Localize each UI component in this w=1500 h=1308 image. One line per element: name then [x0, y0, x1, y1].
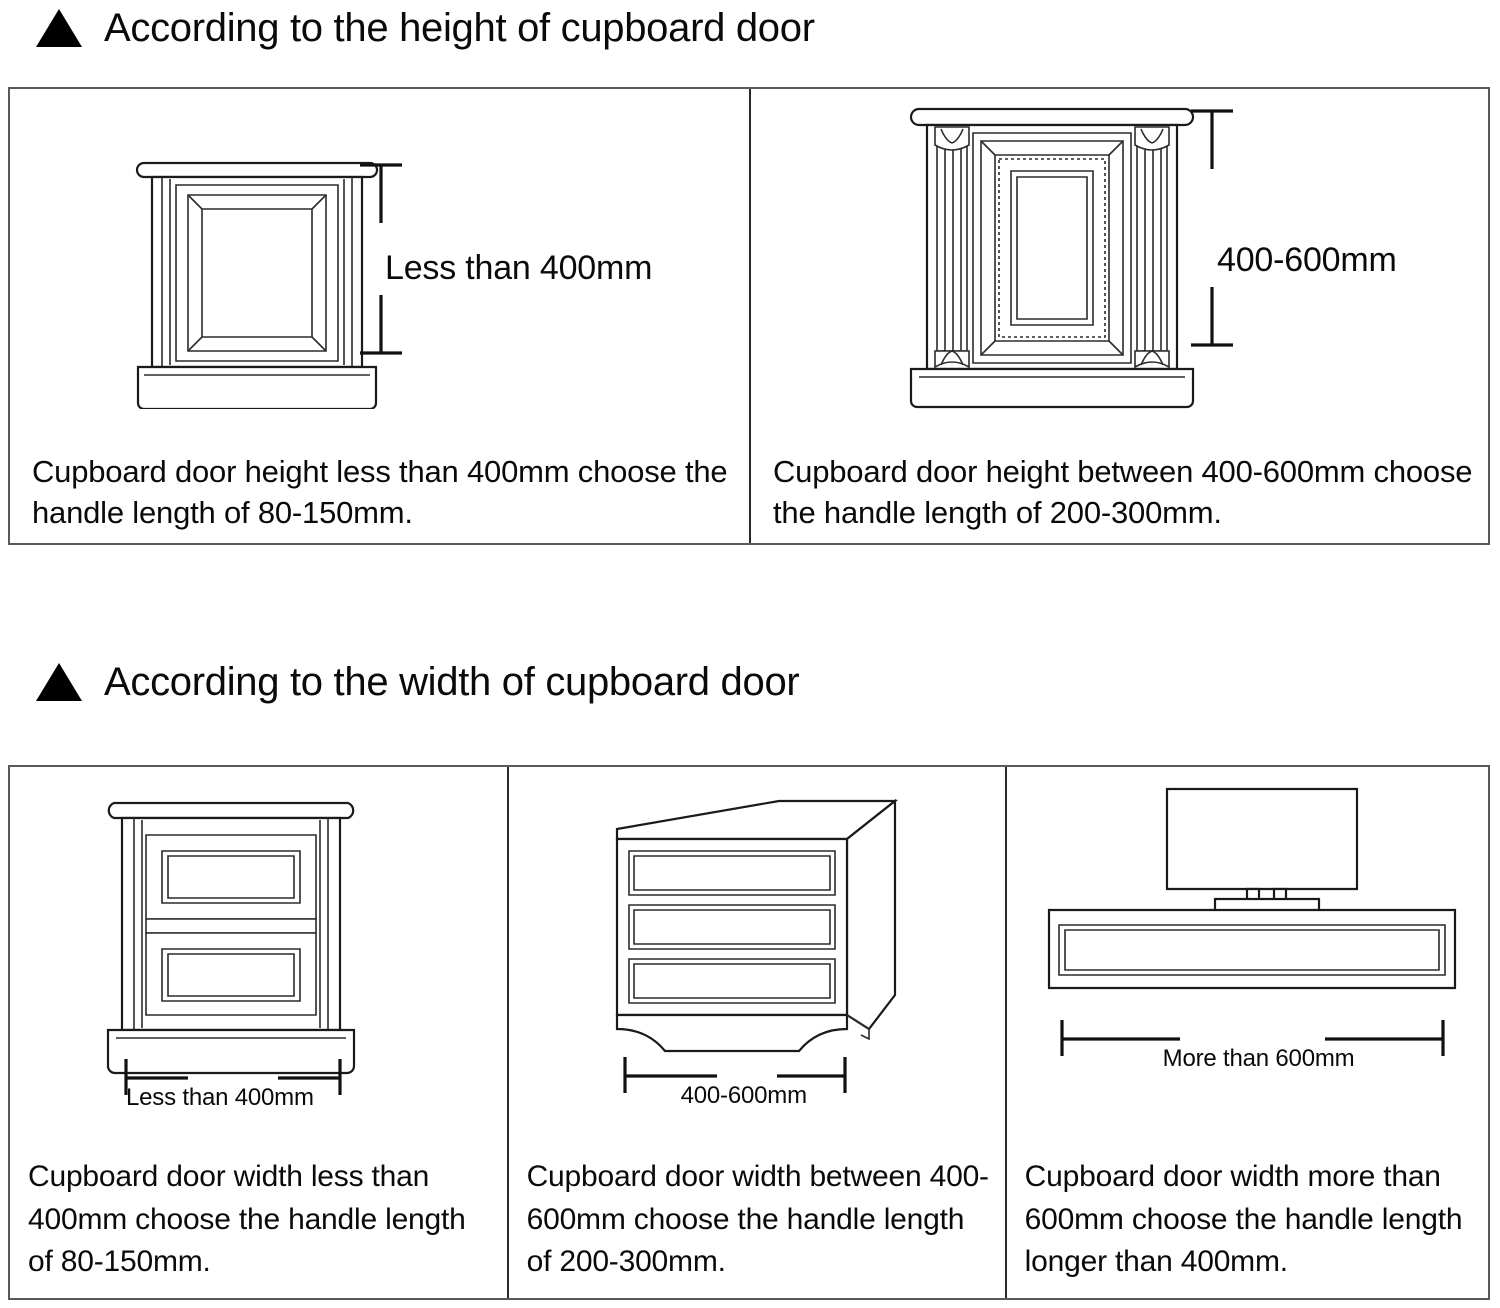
caption-width-less-400: Cupboard door width less than 400mm choo…	[28, 1160, 466, 1279]
dimension-label-width-less-400: Less than 400mm	[126, 1084, 314, 1111]
panel-width-more-600: More than 600mm Cupboard door width more…	[1004, 767, 1488, 1298]
height-panel-group: Less than 400mm Cupboard door height les…	[8, 87, 1490, 545]
section-title-height: According to the height of cupboard door	[104, 6, 815, 50]
dimension-label-height-less-400: Less than 400mm	[385, 249, 653, 287]
dimension-line-horizontal	[622, 1057, 847, 1093]
section-heading-width: According to the width of cupboard door	[30, 656, 800, 708]
caption-width-400-600: Cupboard door width between 400-600mm ch…	[526, 1160, 989, 1279]
figure-area-width-more-600: More than 600mm	[1007, 767, 1488, 1156]
triangle-up-icon	[36, 663, 82, 701]
figure-area-height-400-600: 400-600mm	[751, 89, 1488, 451]
dresser-icon	[615, 798, 898, 1093]
width-panel-group: Less than 400mm Cupboard door width less…	[8, 765, 1490, 1300]
dimension-line-vertical	[360, 163, 402, 355]
section-title-width: According to the width of cupboard door	[104, 660, 800, 704]
cabinet-front-icon	[135, 161, 402, 409]
caption-height-400-600: Cupboard door height between 400-600mm c…	[773, 453, 1473, 530]
triangle-up-icon	[36, 9, 82, 47]
caption-width-more-600: Cupboard door width more than 600mm choo…	[1024, 1160, 1463, 1279]
section-heading-height: According to the height of cupboard door	[30, 2, 815, 54]
panel-height-400-600: 400-600mm Cupboard door height between 4…	[749, 89, 1488, 543]
figure-area-width-less-400: Less than 400mm	[10, 767, 507, 1156]
figure-area-width-400-600: 400-600mm	[509, 767, 1005, 1156]
dimension-label-width-400-600: 400-600mm	[680, 1082, 807, 1109]
nightstand-icon	[106, 801, 356, 1095]
dimension-label-height-400-600: 400-600mm	[1217, 241, 1397, 279]
caption-height-less-400: Cupboard door height less than 400mm cho…	[32, 453, 728, 530]
figure-area-height-less-400: Less than 400mm	[10, 89, 749, 451]
dimension-label-width-more-600: More than 600mm	[1162, 1045, 1355, 1072]
dimension-line-horizontal	[1060, 1020, 1445, 1056]
panel-width-400-600: 400-600mm Cupboard door width between 40…	[506, 767, 1005, 1298]
dimension-line-vertical	[1191, 109, 1233, 347]
dimension-line-horizontal	[124, 1059, 342, 1095]
panel-height-less-400: Less than 400mm Cupboard door height les…	[10, 89, 749, 543]
panel-width-less-400: Less than 400mm Cupboard door width less…	[10, 767, 507, 1298]
tv-stand-icon	[1047, 787, 1456, 1056]
ornate-cabinet-front-icon	[909, 107, 1233, 409]
